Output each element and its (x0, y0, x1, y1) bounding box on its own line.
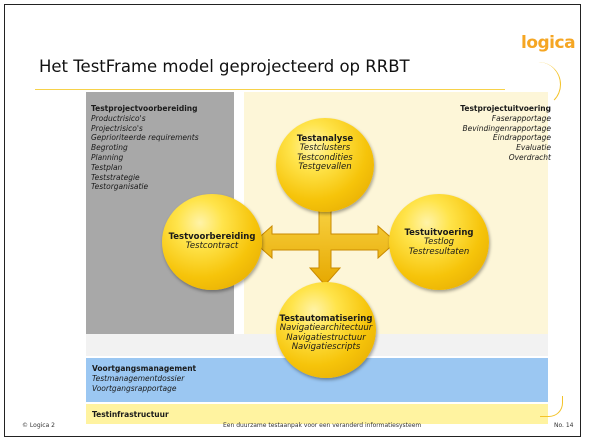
left-item: Planning (91, 152, 124, 162)
left-item: Testorganisatie (91, 182, 149, 192)
circle-testvoorbereiding: Testvoorbereiding Testcontract (162, 194, 262, 290)
circle-testuitvoering: Testuitvoering Testlog Testresultaten (389, 194, 489, 290)
right-heading: Testprojectuitvoering (460, 104, 551, 113)
circle-testanalyse: Testanalyse Testclusters Testcondities T… (276, 118, 374, 212)
blue-heading: Voortgangsmanagement (92, 364, 197, 373)
circle-item: Navigatiearchitectuur (279, 323, 373, 333)
circle-item: Testlog (423, 237, 455, 247)
circle-item: Testcontract (185, 241, 239, 251)
blue-item: Testmanagementdossier (92, 373, 185, 383)
circle-item: Testresultaten (408, 246, 470, 257)
right-item: Evaluatie (516, 143, 551, 153)
yellow-heading: Testinfrastructuur (92, 410, 169, 419)
circle-title: Testuitvoering (404, 228, 474, 238)
right-list: Testprojectuitvoering Faserapportage Bev… (460, 104, 551, 163)
circle-testautomatisering: Testautomatisering Navigatiearchitectuur… (276, 282, 376, 378)
circle-item: Testclusters (299, 143, 351, 153)
right-item: Bevindingenrapportage (462, 123, 551, 133)
circle-item: Navigatiescripts (291, 342, 361, 352)
circle-title: Testautomatisering (279, 314, 373, 324)
left-item: Teststrategie (91, 172, 140, 182)
testinfrastructuur-band (86, 404, 548, 424)
footer-copyright: © Logica 2 (22, 422, 55, 429)
decor-arc-bottom (540, 396, 563, 417)
left-item: Productrisico's (91, 113, 146, 123)
blue-item: Voortgangsrapportage (92, 383, 177, 393)
right-item: Faserapportage (491, 113, 551, 123)
left-item: Begroting (91, 143, 128, 153)
decor-arc (500, 62, 561, 107)
blue-band-text: Voortgangsmanagement Testmanagementdossi… (92, 364, 196, 393)
right-item: Eindrapportage (492, 133, 551, 143)
footer-page-number: No. 14 (554, 422, 574, 429)
circle-item: Navigatiestructuur (286, 332, 366, 343)
slide-title: Het TestFrame model geprojecteerd op RRB… (39, 57, 410, 76)
circle-title: Testvoorbereiding (168, 232, 256, 242)
left-heading: Testprojectvoorbereiding (91, 104, 198, 113)
right-item: Overdracht (508, 152, 551, 162)
left-list: Testprojectvoorbereiding Productrisico's… (91, 104, 199, 192)
left-item: Testplan (91, 162, 123, 172)
circle-item: Testgevallen (298, 162, 352, 172)
left-item: Geprioriteerde requirements (91, 133, 199, 143)
title-divider (35, 89, 505, 90)
left-item: Projectrisico's (91, 123, 143, 133)
footer-caption: Een duurzame testaanpak voor een verande… (223, 422, 422, 429)
circle-item: Testcondities (297, 152, 353, 163)
logica-logo: logica (521, 33, 576, 53)
circle-title: Testanalyse (296, 134, 354, 144)
